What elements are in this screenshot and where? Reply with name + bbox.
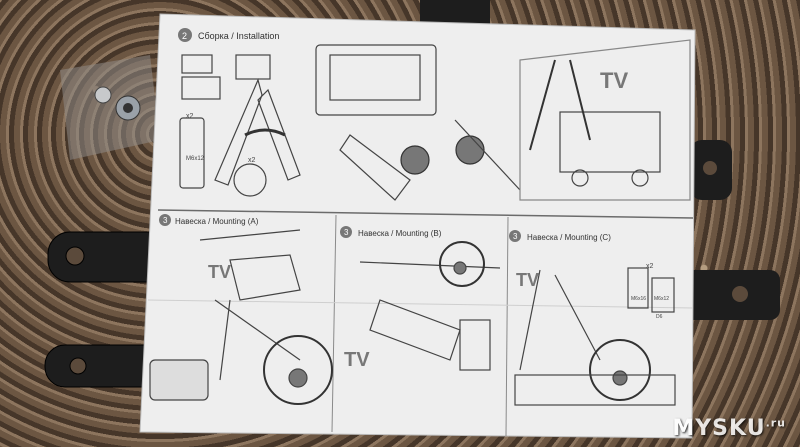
- step-3b-header: 3 Навеска / Mounting (B): [340, 226, 442, 238]
- step-3c-number: 3: [513, 232, 518, 241]
- hardware-bag: [60, 55, 160, 160]
- tv-label-c: TV: [516, 270, 539, 290]
- black-bracket-right: [680, 140, 780, 320]
- tv-label-b: TV: [344, 349, 370, 371]
- watermark-text: MYSKU: [672, 416, 766, 441]
- step-2-header: 2 Сборка / Installation: [178, 28, 279, 42]
- bolt-label-c2: M6x12: [654, 296, 669, 302]
- qty-label-b: x2: [248, 157, 256, 164]
- step-3a-label: Навеска / Mounting (A): [175, 217, 259, 226]
- washer-label: D6: [656, 314, 663, 320]
- step-3c-header: 3 Навеска / Mounting (C): [509, 230, 611, 242]
- qty-label-c: x2: [646, 263, 654, 270]
- step-2-label: Сборка / Installation: [198, 31, 279, 41]
- tv-label-top: TV: [600, 68, 628, 93]
- installation-drawing: [179, 39, 691, 201]
- step-3b-number: 3: [344, 228, 349, 237]
- step-3b-label: Навеска / Mounting (B): [358, 229, 442, 238]
- bolt-label-a: M6x12: [186, 156, 205, 162]
- step-3c-label: Навеска / Mounting (C): [527, 233, 611, 242]
- step-2-number: 2: [182, 31, 187, 41]
- black-bracket-top: [420, 0, 490, 24]
- mysku-watermark: MYSKU.ru: [672, 416, 786, 441]
- bolt-label-c1: M6x16: [631, 296, 646, 302]
- qty-label-a: x2: [186, 113, 194, 120]
- mounting-drawings: [149, 229, 676, 406]
- tv-label-a: TV: [208, 262, 231, 282]
- step-3a-number: 3: [163, 216, 168, 225]
- step-3a-header: 3 Навеска / Mounting (A): [159, 214, 259, 226]
- watermark-suffix: .ru: [765, 416, 786, 430]
